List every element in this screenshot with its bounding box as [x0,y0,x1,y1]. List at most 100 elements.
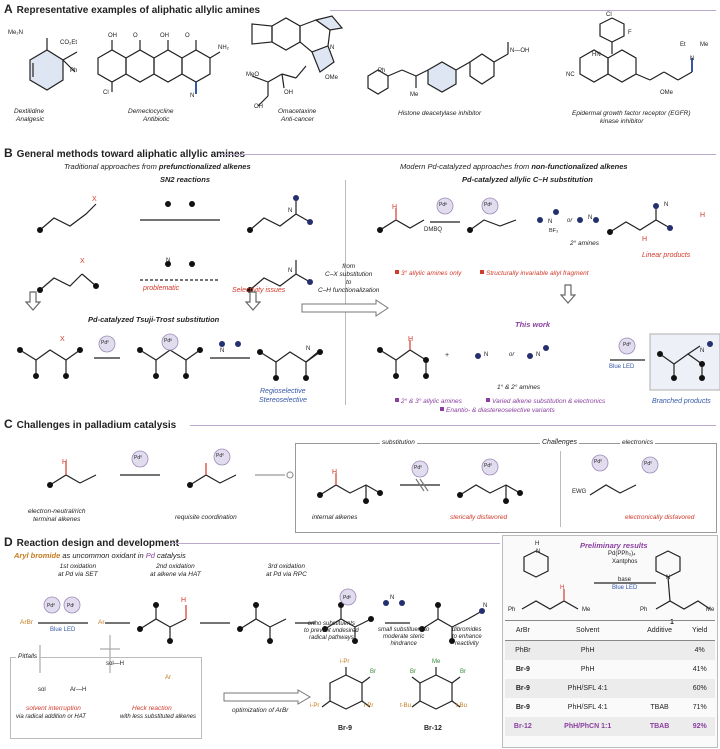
internal-alkene-scheme [317,454,659,504]
n-label: N [700,348,705,354]
ph-label: Ph [378,68,386,74]
this-work-label: This work [515,320,551,329]
table-row: Br-9 PhH/SFL 4:1 60% [505,679,715,698]
example-desc: kinase inhibitor [600,118,644,125]
pd2-label: Pdᴵᴵ [484,202,492,208]
br-label: Br [370,669,376,675]
h-label: H [62,459,68,466]
example-name: Demeclocycline [128,108,174,115]
title-rule [330,10,716,11]
meo-label: MeO [246,72,260,78]
n-label: N [548,219,553,225]
cell-solvent: PhH [540,640,635,660]
col-header: Additive [634,620,685,641]
h-label: H [535,541,540,547]
tbu-label: t-Bu [400,703,412,709]
hdac-inhibitor-structure [367,42,509,95]
oh-label: OH [160,33,169,39]
ipr-label: i-Pr [364,703,374,709]
x-label: X [80,258,85,265]
ipr-label: i-Pr [310,703,320,709]
sol-h-label: sol—H [106,661,125,667]
bullet-item: Varied alkene substitution & electronics [486,398,605,405]
tsuji-label: Pd-catalyzed Tsuji-Trost substitution [88,315,220,324]
omacetaxine-structure [251,15,344,107]
pd2-label: Pdᴵᴵ [164,338,172,344]
bullet-item: 3° allylic amines only [395,270,461,277]
mechanism-scheme [38,588,485,673]
n-label: N [166,258,171,264]
cell-yield: 4% [684,640,715,660]
sn2-scheme [37,195,313,293]
example-name: Dextilidine [14,108,44,115]
demeclocycline-structure [97,40,221,94]
table-row: Br-9 PhH/SFL 4:1 TBAB 71% [505,698,715,717]
bullet-item: 2° & 3° allylic amines [395,398,462,405]
n-label: N [690,56,695,62]
pd0-label: Pd⁰ [484,463,493,469]
oh-label: OH [284,90,293,96]
panel-d-subtitle: Aryl bromide as uncommon oxidant in Pd c… [14,551,186,560]
me-label: Me [432,659,441,665]
pd0-label: Pd⁰ [414,465,423,471]
pd2-label: Pdᴵᴵ [343,595,351,601]
results-scheme [521,550,711,610]
ch-label: Pd-catalyzed allylic C–H substitution [462,175,593,184]
nhoh-label: N—OH [510,48,530,54]
me-label: Me [582,607,591,613]
example-name: Histone deacetylase inhibitor [398,110,482,117]
pd0-label: Pd⁰ [644,461,653,467]
bullet-item: Enantio- & diastereoselective variants [440,407,555,414]
box-divider [560,451,561,527]
cell-solvent: PhH/SFL 4:1 [540,679,635,698]
solvent-caption-2: via radical addition or HAT [16,714,86,720]
sol-label: sol [38,687,46,693]
problematic-label: problematic [143,285,180,292]
cell-arbr: PhBr [505,640,541,660]
left-subtitle: Traditional approaches from prefunctiona… [64,162,251,171]
n-label: N [588,215,593,221]
cell-arbr: Br-9 [515,704,530,711]
cl-label: Cl [103,90,109,96]
h-label: H [700,212,706,219]
blue-led-label: Blue LED [50,627,76,633]
n-label: N [484,352,489,358]
o-label: O [185,33,190,39]
center-divider [345,180,346,405]
terminal-alkene-scheme [47,448,294,488]
pd0-label: Pd⁰ [47,603,56,609]
aryl-bromide-structures [321,667,461,710]
example-desc: Analgesic [16,116,45,123]
col-header: Yield [684,620,715,641]
coordination-caption: requisite coordination [175,514,237,521]
heck-caption-2: with less substituted alkenes [120,714,197,720]
n-label: N [483,603,488,609]
catalyst-label: Pd(PPh₃)₄ [608,551,636,557]
n-label: N [664,202,669,208]
ome-label: OMe [325,75,339,81]
title-rule [170,543,500,544]
optimization-label: optimization of ArBr [232,707,289,714]
cell-yield: 60% [684,679,715,698]
h-label: H [642,236,648,243]
results-title: Preliminary results [580,541,648,550]
branched-label: Branched products [652,398,711,405]
steric-caption: sterically disfavored [450,514,508,521]
ligand-label: Xantphos [612,559,638,565]
challenges-label: Challenges [540,439,580,448]
n-label: N [390,595,395,601]
ewg-label: EWG [572,489,587,495]
oh-label: OH [254,104,263,110]
regioselective-label: Regioselective [260,388,306,395]
oh-label: OH [108,33,117,39]
example-desc: Anti-cancer [281,116,314,123]
col-header: Solvent [540,620,635,641]
cell-solvent: PhH [580,666,595,673]
